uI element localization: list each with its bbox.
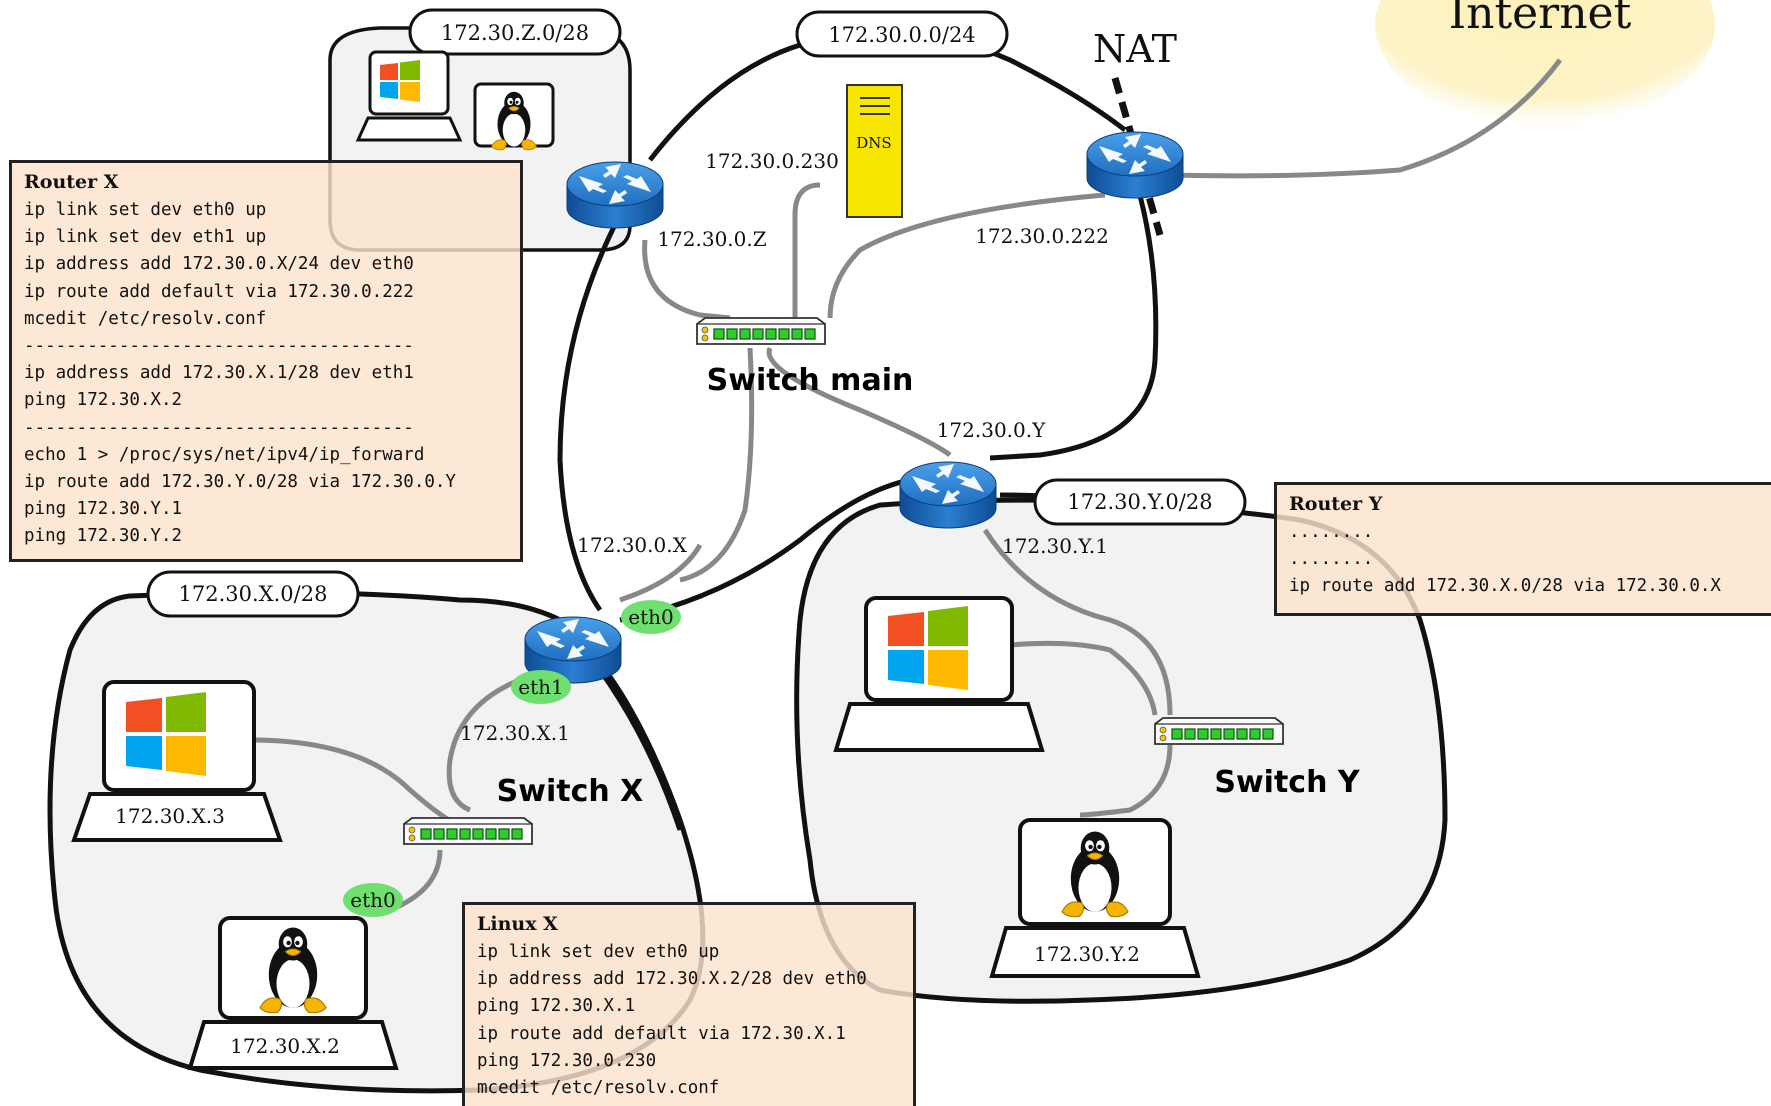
eth0-router-x-badge: eth0: [621, 600, 681, 634]
linux-pc-icon[interactable]: [473, 82, 555, 151]
router-y-title: Router Y: [1289, 493, 1383, 515]
router-y-main-ip-label: 172.30.0.Y: [937, 418, 1046, 442]
command-line: ip address add 172.30.X.1/28 dev eth1: [24, 363, 414, 384]
dns-ip-label: 172.30.0.230: [705, 149, 839, 173]
pc-y2-ip-label: 172.30.Y.2: [1034, 942, 1140, 966]
net-pill-x: 172.30.X.0/28: [146, 570, 360, 618]
command-line: ip link set dev eth1 up: [24, 227, 267, 248]
pc-x2-ip-label: 172.30.X.2: [230, 1034, 340, 1058]
svg-text:eth1: eth1: [518, 675, 563, 699]
command-line: ip address add 172.30.X.2/28 dev eth0: [477, 969, 867, 990]
switch-main-label: Switch main: [707, 363, 914, 398]
command-line: ping 172.30.0.230: [477, 1050, 657, 1071]
windows-pc-icon[interactable]: [71, 680, 283, 842]
router-x-main-ip-label: 172.30.0.X: [577, 533, 687, 557]
command-line: ip address add 172.30.0.X/24 dev eth0: [24, 254, 414, 275]
command-line: ip route add 172.30.Y.0/28 via 172.30.0.…: [24, 472, 456, 493]
router-x-lan-ip-label: 172.30.X.1: [460, 721, 570, 745]
nat-label: NAT: [1093, 27, 1177, 71]
command-line: ip route add default via 172.30.X.1: [477, 1023, 846, 1044]
nat-ip-label: 172.30.0.222: [975, 224, 1109, 248]
command-line: mcedit /etc/resolv.conf: [477, 1078, 720, 1099]
svg-text:eth0: eth0: [628, 605, 673, 629]
svg-text:172.30.Y.0/28: 172.30.Y.0/28: [1067, 490, 1212, 514]
svg-text:eth0: eth0: [350, 888, 395, 912]
linux-pc-icon[interactable]: [989, 818, 1201, 978]
switch-y-icon[interactable]: [1154, 717, 1284, 745]
internet-label: Internet: [1449, 0, 1632, 39]
command-line: ping 172.30.X.1: [477, 996, 636, 1017]
dns-label: DNS: [856, 134, 891, 152]
router-nat-icon[interactable]: [1086, 131, 1184, 199]
command-line: ........: [1289, 549, 1374, 570]
command-line: ........: [1289, 522, 1374, 542]
linux-x-command-list: ip link set dev eth0 up ip address add 17…: [477, 939, 905, 1102]
linux-pc-icon[interactable]: [187, 916, 399, 1070]
eth1-router-x-badge: eth1: [511, 670, 571, 704]
cables: [249, 58, 1562, 915]
svg-text:172.30.0.0/24: 172.30.0.0/24: [828, 23, 975, 47]
router-y-lan-ip-label: 172.30.Y.1: [1002, 534, 1108, 558]
router-x-command-list: ip link set dev eth0 up ip link set dev e…: [24, 197, 512, 551]
router-z-ip-label: 172.30.0.Z: [657, 227, 766, 251]
pc-x3-ip-label: 172.30.X.3: [115, 804, 225, 828]
svg-text:172.30.X.0/28: 172.30.X.0/28: [179, 582, 328, 606]
switch-main-icon[interactable]: [696, 317, 826, 345]
router-y-command-list: ................ ip route add 172.30.X.0/…: [1289, 519, 1763, 601]
net-pill-z: 172.30.Z.0/28: [408, 8, 622, 56]
command-line: ping 172.30.X.2: [24, 390, 183, 411]
svg-text:172.30.Z.0/28: 172.30.Z.0/28: [441, 21, 589, 45]
router-y-commands: Router Y ................ ip route add 17…: [1274, 482, 1771, 616]
windows-pc-icon[interactable]: [355, 50, 463, 142]
switch-x-icon[interactable]: [403, 817, 533, 845]
command-line: ip link set dev eth0 up: [24, 200, 267, 220]
eth0-linux-x-badge: eth0: [343, 883, 403, 917]
command-line: -------------------------------------: [24, 336, 414, 357]
command-line: ping 172.30.Y.1: [24, 499, 183, 520]
command-line: echo 1 > /proc/sys/net/ipv4/ip_forward: [24, 444, 425, 465]
net-pill-y: 172.30.Y.0/28: [1033, 478, 1247, 526]
net-pill-main: 172.30.0.0/24: [795, 10, 1009, 58]
internet-cloud-icon: [1375, 0, 1715, 125]
command-line: ip route add 172.30.X.0/28 via 172.30.0.…: [1289, 576, 1721, 597]
dns-server-icon: DNS: [846, 84, 903, 218]
switch-y-label: Switch Y: [1214, 765, 1361, 800]
router-y-icon[interactable]: [899, 461, 997, 529]
router-z-icon[interactable]: [566, 161, 664, 229]
linux-x-commands: Linux X ip link set dev eth0 up ip addres…: [462, 902, 916, 1106]
switch-x-label: Switch X: [497, 774, 644, 809]
command-line: -------------------------------------: [24, 417, 414, 438]
command-line: ip link set dev eth0 up: [477, 942, 720, 962]
router-x-uplink: [619, 543, 703, 603]
command-line: mcedit /etc/resolv.conf: [24, 308, 267, 329]
command-line: ping 172.30.Y.2: [24, 526, 183, 547]
windows-pc-icon[interactable]: [833, 596, 1045, 752]
router-x-title: Router X: [24, 171, 119, 193]
linux-x-title: Linux X: [477, 913, 558, 935]
command-line: ip route add default via 172.30.0.222: [24, 281, 414, 302]
